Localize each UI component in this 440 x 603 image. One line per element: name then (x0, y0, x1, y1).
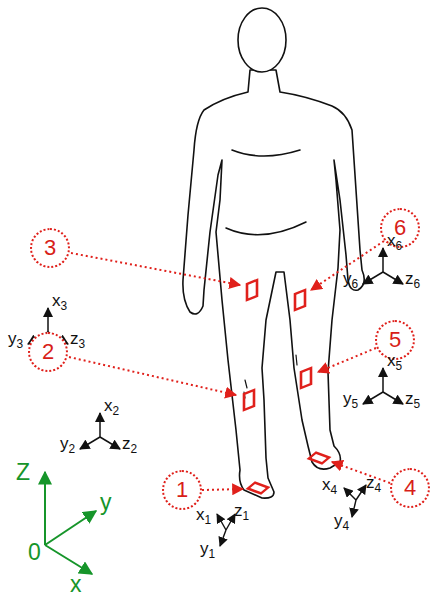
callout-circle: 3 (30, 228, 70, 268)
axis-label: x4 (322, 476, 337, 495)
axis-index: 3 (17, 337, 24, 351)
axis-index: 3 (61, 299, 68, 313)
global-axis-label: Z (16, 460, 30, 485)
axis-label: z1 (234, 502, 249, 521)
global-axis-label: y (100, 490, 112, 515)
callout-number: 1 (176, 479, 188, 501)
global-axis-label: x (70, 572, 82, 597)
axis-index: 5 (414, 397, 421, 411)
axis-index: 2 (131, 442, 138, 456)
axis-label: z2 (122, 435, 137, 454)
coordinate-frames (28, 248, 403, 546)
leader-arrows (69, 241, 390, 490)
human-figure (183, 8, 364, 498)
axis-index: 3 (79, 337, 86, 351)
callout-number: 2 (42, 341, 54, 363)
axis-label: y1 (200, 540, 215, 559)
axis-label: z4 (366, 474, 381, 493)
callout-circle: 4 (390, 468, 430, 508)
axis-index: 5 (396, 359, 403, 373)
axis-label: x3 (52, 292, 67, 311)
global-axis-label: 0 (28, 540, 41, 565)
callout-circle: 1 (162, 470, 202, 510)
axis-index: 1 (205, 513, 212, 527)
sensor-patches (244, 280, 329, 493)
axis-label: y6 (343, 270, 358, 289)
axis-index: 4 (343, 519, 350, 533)
axis-index: 6 (352, 277, 359, 291)
axis-label: z3 (70, 330, 85, 349)
axis-label: y5 (343, 390, 358, 409)
axis-index: 6 (414, 277, 421, 291)
axis-label: y2 (60, 435, 75, 454)
axis-label: z6 (405, 270, 420, 289)
axis-label: x6 (387, 232, 402, 251)
axis-index: 4 (331, 483, 338, 497)
callout-number: 4 (404, 477, 416, 499)
axis-index: 2 (113, 404, 120, 418)
callout-circle: 2 (28, 332, 68, 372)
axis-index: 4 (375, 481, 382, 495)
axis-index: 1 (209, 547, 216, 561)
callout-number: 5 (389, 329, 401, 351)
axis-index: 6 (396, 239, 403, 253)
axis-label: y4 (334, 512, 349, 531)
axis-label: x1 (196, 506, 211, 525)
global-frame (45, 472, 96, 574)
axis-index: 1 (243, 509, 250, 523)
axis-label: z5 (405, 390, 420, 409)
axis-label: y3 (8, 330, 23, 349)
axis-index: 5 (352, 397, 359, 411)
axis-label: x2 (104, 397, 119, 416)
callout-number: 6 (394, 217, 406, 239)
callout-number: 3 (44, 237, 56, 259)
axis-label: x5 (387, 352, 402, 371)
axis-index: 2 (69, 442, 76, 456)
